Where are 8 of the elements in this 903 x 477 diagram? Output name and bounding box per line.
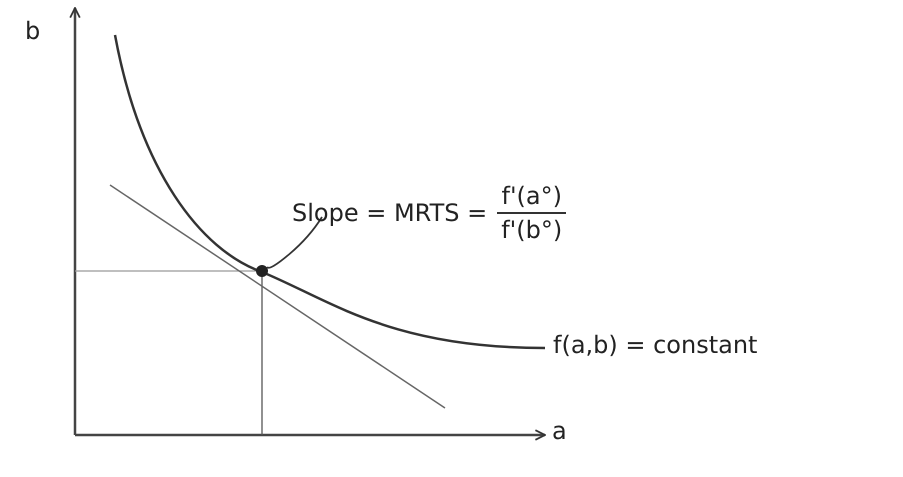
leader-line [266, 216, 323, 269]
axis-label: b [25, 18, 40, 44]
curve-label: f(a,b) = constant [553, 332, 758, 358]
numerator: f'(a°) [500, 181, 563, 212]
annotation-text: Slope = MRTS = [292, 199, 488, 227]
axis-label: a [552, 418, 567, 444]
tangent-point [256, 265, 268, 277]
denominator: f'(b°) [500, 215, 564, 246]
